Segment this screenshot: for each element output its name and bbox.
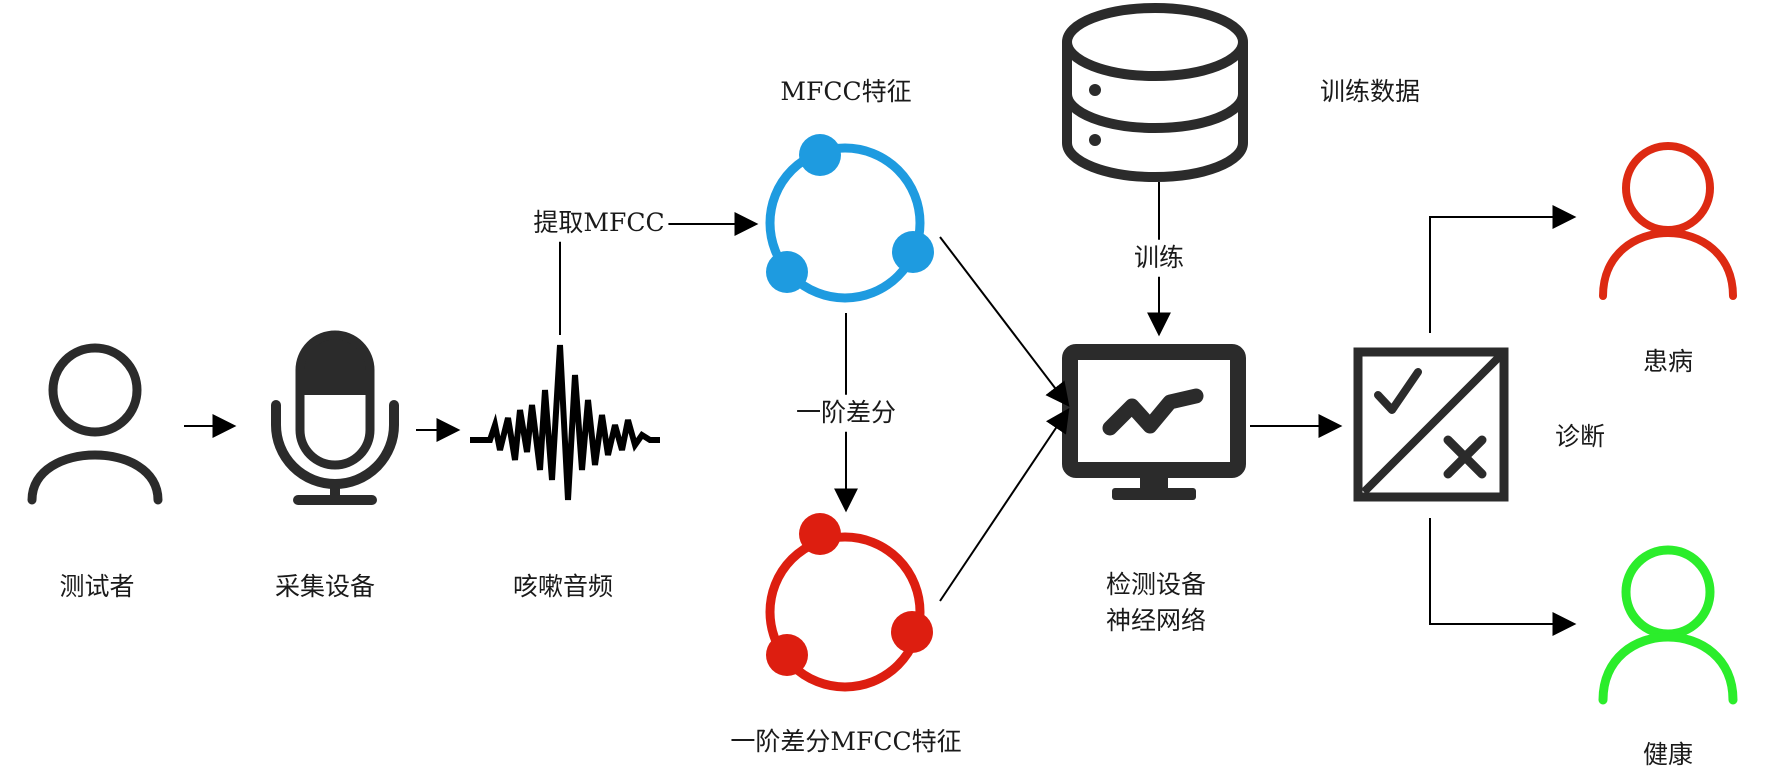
tester-person-icon (27, 343, 163, 505)
cough-audio-label: 咳嗽音频 (512, 571, 614, 601)
training-data-label: 训练数据 (1319, 76, 1421, 106)
diagnosis-label: 诊断 (1554, 421, 1606, 451)
healthy-label: 健康 (1642, 739, 1694, 769)
healthy-person-icon (1598, 545, 1738, 705)
mfcc-feature-share-nodes-icon (765, 134, 934, 303)
mfcc-feature-label: MFCC特征 (780, 76, 912, 106)
extract-mfcc-label: 提取MFCC (529, 204, 669, 242)
detector-label-line2: 神经网络 (1105, 605, 1207, 635)
waveform-icon (470, 344, 660, 501)
training-data-database-icon (1062, 3, 1248, 182)
detector-label-line1: 检测设备 (1105, 569, 1207, 599)
connectors (184, 182, 1577, 636)
sick-label: 患病 (1642, 346, 1694, 376)
first-order-difference-label: 一阶差分 (791, 394, 901, 432)
detector-monitor-icon (1062, 344, 1246, 500)
microphone-icon (271, 330, 399, 505)
tester-label: 测试者 (59, 571, 135, 601)
train-label: 训练 (1129, 239, 1189, 277)
sick-person-icon (1599, 142, 1737, 300)
delta-mfcc-feature-label: 一阶差分MFCC特征 (730, 726, 962, 756)
capture-device-label: 采集设备 (274, 571, 376, 601)
delta-mfcc-feature-share-nodes-icon (765, 513, 933, 692)
diagnosis-check-cross-icon (1353, 347, 1509, 502)
